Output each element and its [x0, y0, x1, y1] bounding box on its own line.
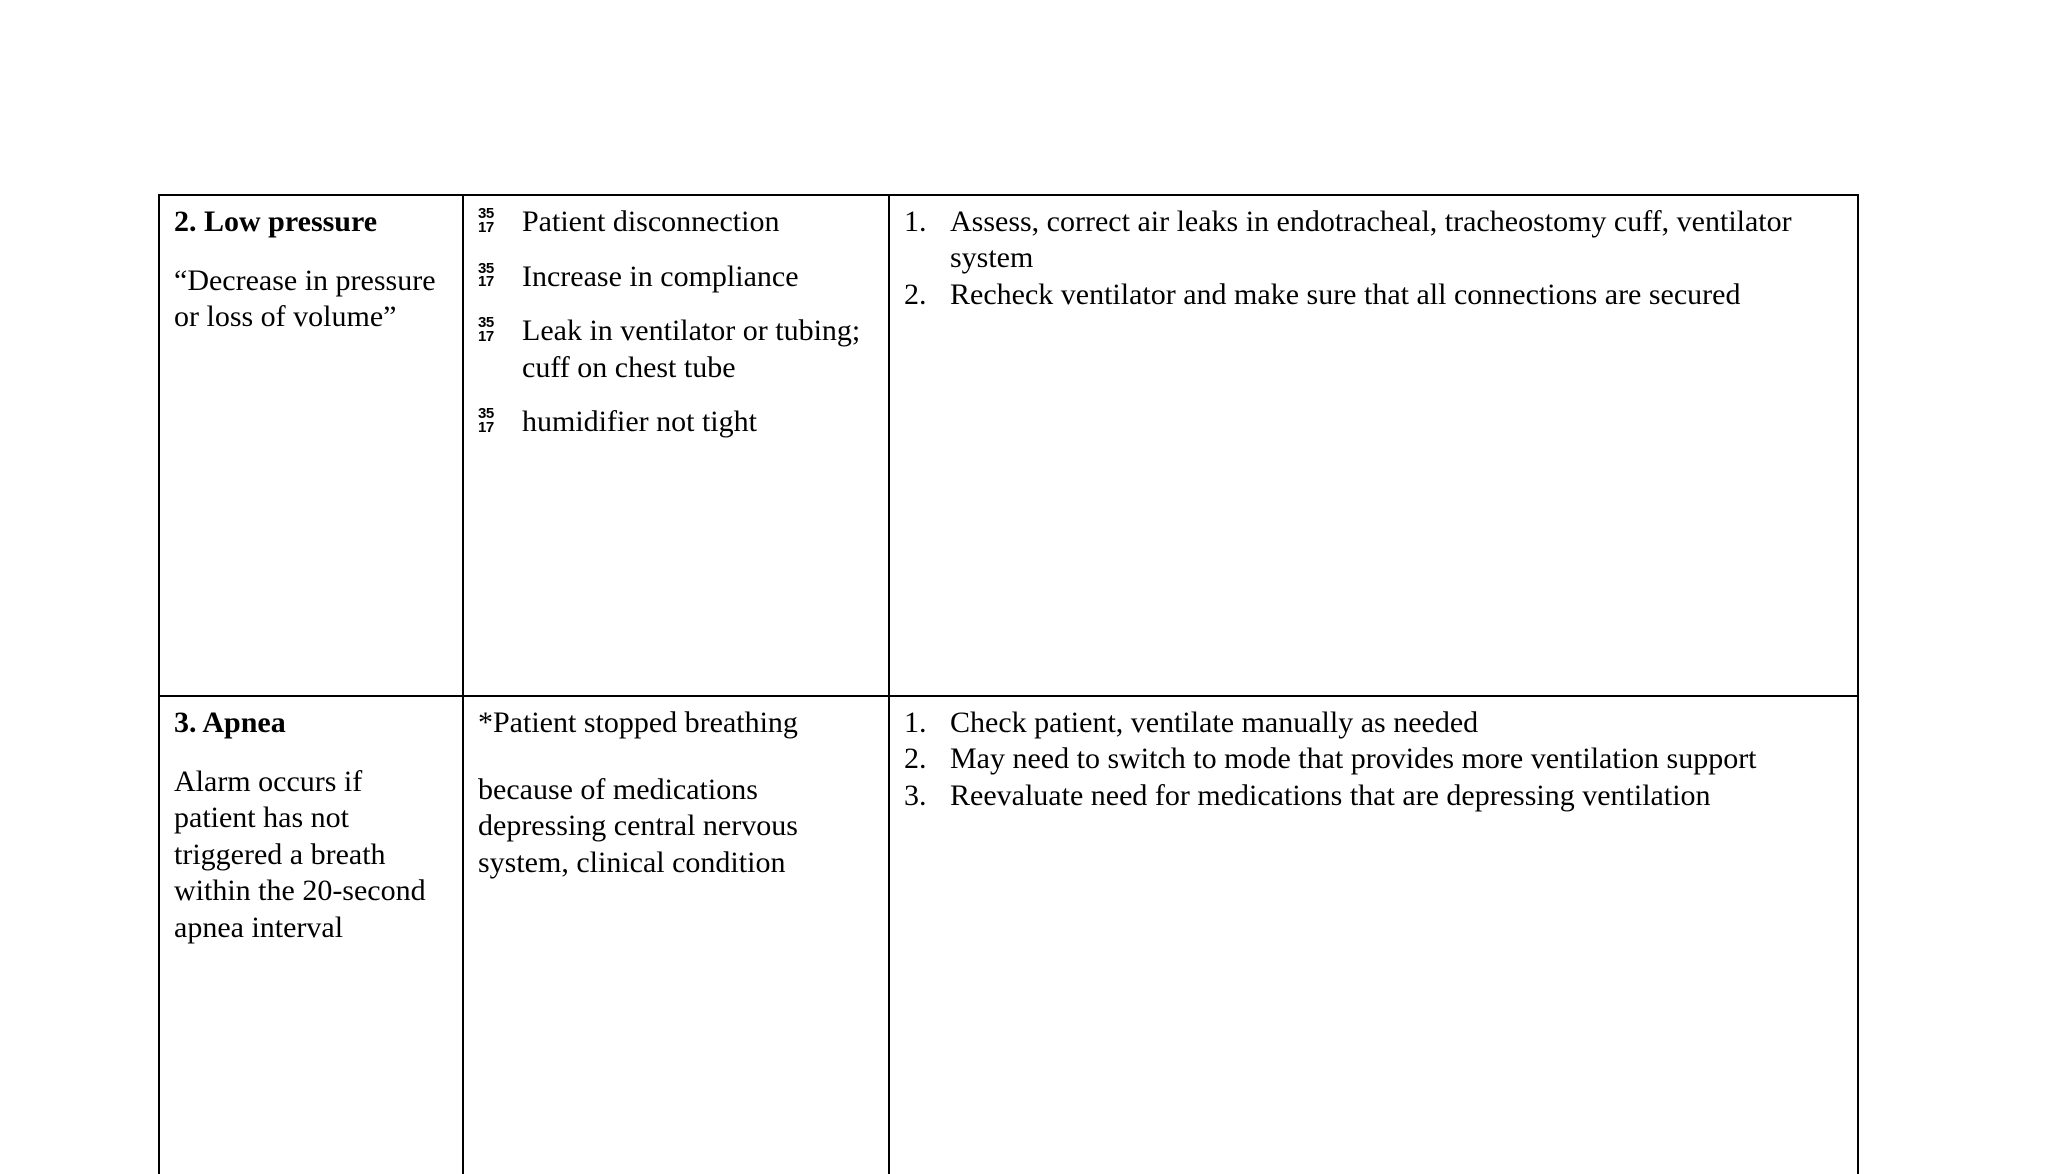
interventions-list: 1. Check patient, ventilate manually as … — [904, 705, 1845, 814]
missing-glyph-top: 35 — [478, 405, 494, 423]
ventilator-alarm-table: 2. Low pressure “Decrease in pressure or… — [158, 194, 1859, 1174]
interventions-cell-low-pressure: 1. Assess, correct air leaks in endotrac… — [888, 194, 1859, 697]
alarm-description: “Decrease in pressure or loss of volume” — [174, 263, 436, 334]
causes-cell-apnea: *Patient stopped breathing because of me… — [462, 695, 890, 1174]
missing-glyph-bottom: 17 — [478, 273, 494, 291]
interventions-list: 1. Assess, correct air leaks in endotrac… — [904, 204, 1845, 313]
list-item: 1. Check patient, ventilate manually as … — [904, 705, 1845, 741]
alarm-heading: 2. Low pressure — [174, 205, 378, 238]
intervention-text: Recheck ventilator and make sure that al… — [950, 277, 1741, 311]
alarm-cell-apnea: 3. Apnea Alarm occurs if patient has not… — [158, 695, 464, 1174]
cause-text: because of medications depressing centra… — [478, 772, 798, 879]
list-item: 2. May need to switch to mode that provi… — [904, 741, 1845, 777]
alarm-description: Alarm occurs if patient has not triggere… — [174, 764, 426, 944]
list-marker: 1. — [904, 205, 927, 238]
alarm-cell-low-pressure: 2. Low pressure “Decrease in pressure or… — [158, 194, 464, 697]
list-item: 3. Reevaluate need for medications that … — [904, 778, 1845, 814]
missing-glyph-top: 35 — [478, 205, 494, 222]
intervention-text: Check patient, ventilate manually as nee… — [950, 706, 1479, 739]
missing-glyph-bottom: 17 — [478, 419, 494, 437]
intervention-text: Reevaluate need for medications that are… — [950, 778, 1711, 812]
list-item: 1. Assess, correct air leaks in endotrac… — [904, 204, 1845, 277]
missing-glyph-bottom: 17 — [478, 218, 494, 236]
missing-glyph-bottom: 17 — [478, 327, 494, 345]
cause-text: *Patient stopped breathing — [478, 706, 798, 739]
alarm-heading: 3. Apnea — [174, 706, 286, 739]
list-marker: 1. — [904, 706, 927, 739]
table-row: 2. Low pressure “Decrease in pressure or… — [158, 194, 1859, 697]
cause-text: Increase in compliance — [522, 259, 799, 293]
interventions-cell-apnea: 1. Check patient, ventilate manually as … — [888, 695, 1859, 1174]
list-marker: 2. — [904, 277, 927, 311]
list-marker: 3. — [904, 778, 927, 812]
missing-glyph-top: 35 — [478, 259, 494, 277]
intervention-text: Assess, correct air leaks in endotrachea… — [950, 205, 1792, 275]
list-marker: 2. — [904, 742, 927, 776]
missing-glyph-top: 35 — [478, 314, 494, 332]
cause-text: Patient disconnection — [522, 205, 780, 238]
intervention-text: May need to switch to mode that provides… — [950, 742, 1757, 776]
cause-text: humidifier not tight — [522, 405, 757, 439]
list-item: 2. Recheck ventilator and make sure that… — [904, 277, 1845, 313]
table-row: 3. Apnea Alarm occurs if patient has not… — [158, 695, 1859, 1174]
cause-text: Leak in ventilator or tubing; cuff on ch… — [522, 314, 861, 384]
